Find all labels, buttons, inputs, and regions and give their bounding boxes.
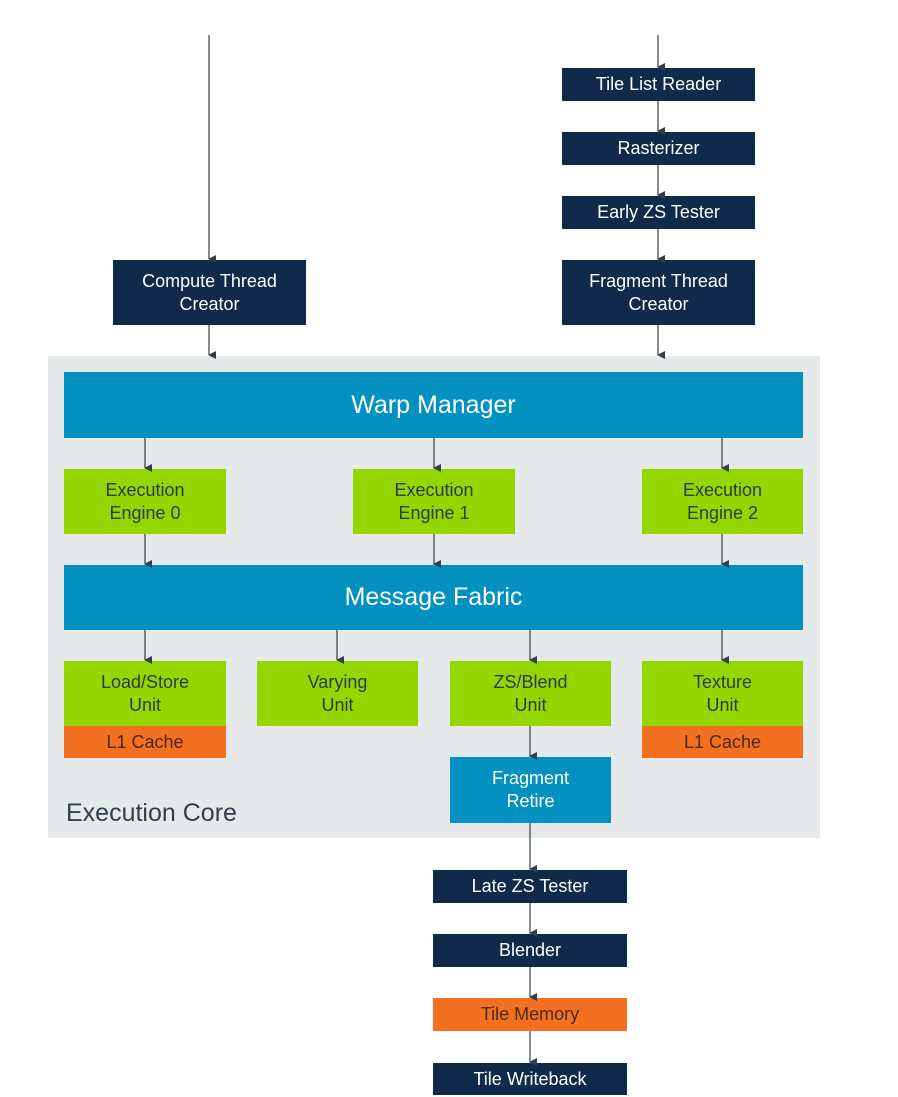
execution-engine-0-line2: Engine 0 [109, 502, 181, 523]
compute-thread-creator-box: Compute Thread Creator [113, 260, 306, 325]
early-zs-tester-box: Early ZS Tester [562, 196, 755, 229]
l1-cache-texture-label: L1 Cache [683, 731, 762, 752]
tile-list-reader-label: Tile List Reader [595, 74, 722, 94]
execution-engine-2-box: Execution Engine 2 [642, 469, 803, 534]
load-store-unit-box: Load/Store Unit [64, 661, 226, 726]
compute-thread-creator-line2: Creator [179, 293, 240, 314]
fragment-thread-creator-line2: Creator [628, 293, 689, 314]
zs-blend-unit-line2: Unit [514, 694, 547, 715]
tile-list-reader-box: Tile List Reader [562, 68, 755, 101]
blender-box: Blender [433, 934, 627, 967]
rasterizer-box: Rasterizer [562, 132, 755, 165]
fragment-retire-box: Fragment Retire [450, 757, 611, 823]
rasterizer-label: Rasterizer [617, 138, 700, 158]
varying-unit-line2: Unit [321, 694, 354, 715]
execution-core-label: Execution Core [66, 799, 237, 827]
execution-engine-0-line1: Execution [105, 479, 185, 500]
late-zs-tester-label: Late ZS Tester [471, 876, 589, 896]
early-zs-tester-label: Early ZS Tester [597, 202, 720, 222]
warp-manager-box: Warp Manager [64, 372, 803, 438]
fragment-retire-line2: Retire [506, 791, 555, 811]
l1-cache-load-store-box: L1 Cache [64, 726, 226, 758]
tile-writeback-box: Tile Writeback [433, 1063, 627, 1095]
message-fabric-box: Message Fabric [64, 565, 803, 630]
zs-blend-unit-box: ZS/Blend Unit [450, 661, 611, 726]
varying-unit-box: Varying Unit [257, 661, 418, 726]
fragment-thread-creator-box: Fragment Thread Creator [562, 260, 755, 325]
fragment-retire-line1: Fragment [491, 768, 570, 788]
texture-unit-line2: Unit [706, 694, 739, 715]
load-store-unit-line1: Load/Store [100, 671, 190, 692]
tile-memory-box: Tile Memory [433, 998, 627, 1031]
fragment-thread-creator-line1: Fragment Thread [589, 270, 728, 291]
execution-engine-1-line1: Execution [394, 479, 474, 500]
texture-unit-box: Texture Unit [642, 661, 803, 726]
blender-label: Blender [498, 940, 562, 960]
tile-writeback-label: Tile Writeback [473, 1068, 587, 1089]
execution-engine-2-line2: Engine 2 [686, 502, 759, 523]
warp-manager-label: Warp Manager [351, 390, 516, 419]
execution-engine-0-box: Execution Engine 0 [64, 469, 226, 534]
execution-engine-1-box: Execution Engine 1 [353, 469, 515, 534]
l1-cache-texture-box: L1 Cache [642, 726, 803, 758]
texture-unit-line1: Texture [692, 671, 753, 692]
tile-memory-label: Tile Memory [480, 1004, 580, 1024]
varying-unit-line1: Varying [307, 671, 368, 692]
message-fabric-label: Message Fabric [344, 583, 523, 611]
l1-cache-load-store-label: L1 Cache [106, 731, 184, 752]
execution-engine-2-line1: Execution [682, 479, 763, 500]
execution-engine-1-line2: Engine 1 [398, 502, 470, 523]
load-store-unit-line2: Unit [128, 694, 161, 715]
compute-thread-creator-line1: Compute Thread [142, 270, 277, 291]
zs-blend-unit-line1: ZS/Blend [493, 671, 568, 692]
late-zs-tester-box: Late ZS Tester [433, 870, 627, 903]
